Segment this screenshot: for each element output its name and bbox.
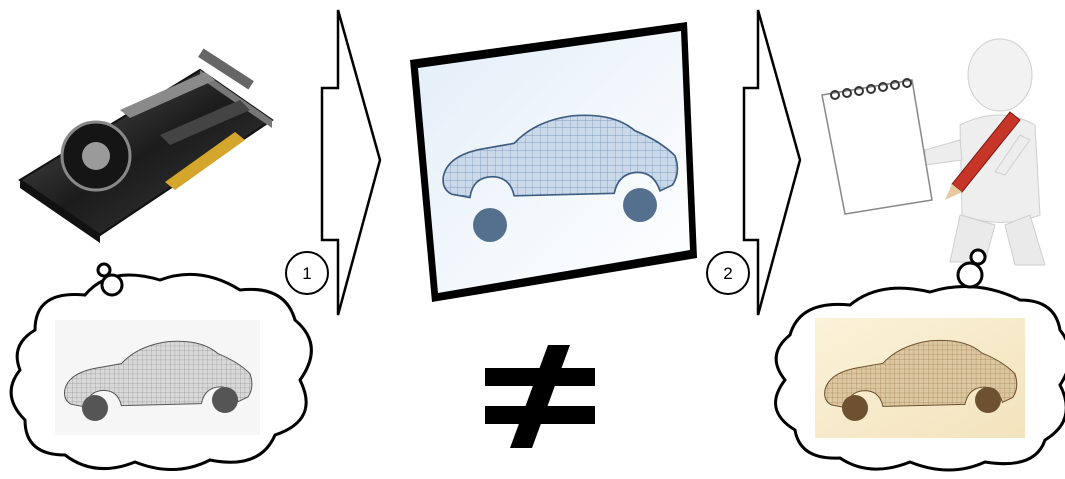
step-number-1: 1 [302, 264, 311, 283]
car-icon [55, 320, 260, 435]
arrow-step-1 [322, 10, 380, 315]
step-badge-2: 2 [707, 252, 749, 294]
car-icon [815, 318, 1025, 438]
notepad-icon [822, 79, 932, 214]
step-badge-1: 1 [286, 252, 328, 294]
not-equal-symbol [485, 345, 595, 448]
arrow-step-2 [744, 10, 800, 315]
gpu-icon [20, 48, 272, 243]
step-number-2: 2 [723, 264, 732, 283]
monitor-icon [410, 22, 697, 302]
